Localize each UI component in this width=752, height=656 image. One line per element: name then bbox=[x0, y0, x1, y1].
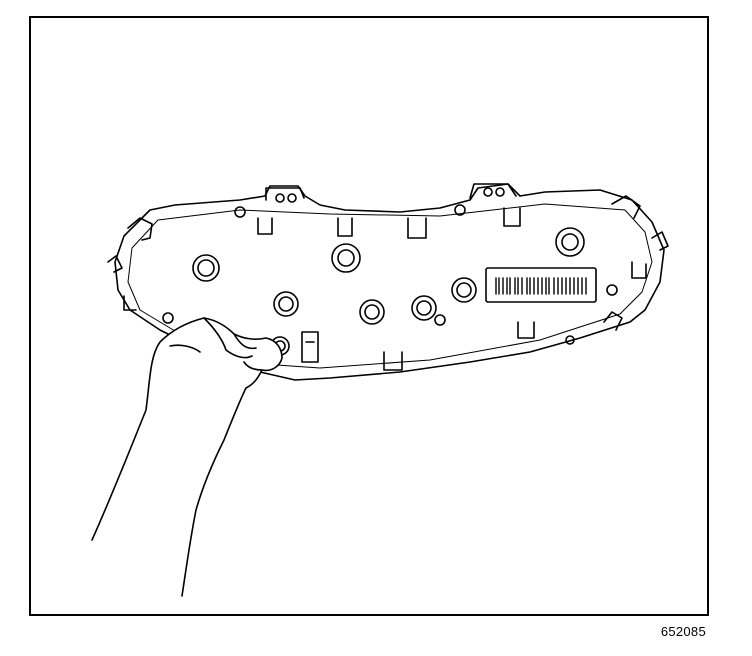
bulb-socket bbox=[359, 299, 385, 325]
screw-hole bbox=[454, 204, 466, 216]
barcode-label bbox=[485, 267, 597, 303]
bulb-socket bbox=[192, 254, 220, 282]
right-clip bbox=[611, 195, 641, 219]
left-tab bbox=[107, 255, 123, 273]
bulb-socket bbox=[451, 277, 477, 303]
bottom-right-clip bbox=[603, 311, 623, 331]
housing-inner-rim bbox=[127, 203, 653, 369]
terminal-clip bbox=[407, 217, 427, 239]
terminal-clip bbox=[257, 217, 273, 235]
bracket-hole bbox=[483, 187, 493, 197]
figure-number: 652085 bbox=[660, 624, 706, 639]
terminal-clip bbox=[337, 217, 353, 237]
top-bracket-left bbox=[265, 187, 305, 201]
terminal-clip bbox=[123, 295, 137, 311]
figure-frame bbox=[29, 16, 709, 616]
terminal-clip bbox=[383, 351, 403, 371]
terminal-clip bbox=[517, 321, 535, 339]
bracket-hole bbox=[275, 193, 285, 203]
hand-knuckle bbox=[169, 344, 201, 353]
screw-hole bbox=[606, 284, 618, 296]
terminal-clip bbox=[503, 207, 521, 227]
hand-fingers bbox=[203, 317, 263, 371]
left-clip bbox=[127, 217, 153, 241]
screw-hole bbox=[434, 314, 446, 326]
bracket-hole bbox=[495, 187, 505, 197]
bulb-socket bbox=[273, 291, 299, 317]
screw-hole bbox=[234, 206, 246, 218]
terminal-clip bbox=[301, 331, 319, 363]
bulb-socket bbox=[411, 295, 437, 321]
top-bracket-right bbox=[469, 183, 517, 199]
right-tab bbox=[651, 231, 669, 251]
bulb-socket bbox=[555, 227, 585, 257]
bracket-hole bbox=[287, 193, 297, 203]
terminal-clip bbox=[631, 261, 647, 279]
screw-hole bbox=[565, 335, 575, 345]
bulb-socket bbox=[331, 243, 361, 273]
hand bbox=[91, 317, 283, 597]
screw-hole bbox=[162, 312, 174, 324]
barcode-bars bbox=[495, 277, 587, 295]
